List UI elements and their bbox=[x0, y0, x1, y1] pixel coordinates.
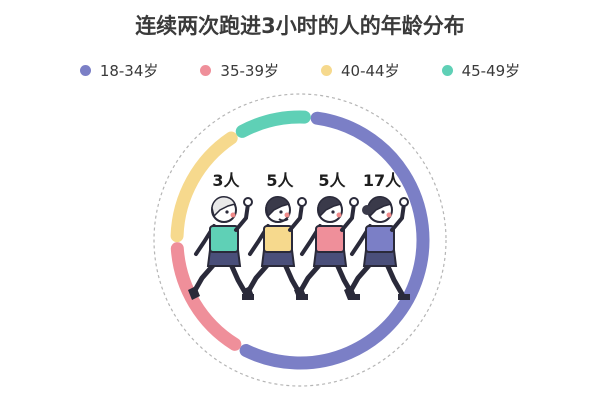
donut-rings bbox=[153, 93, 447, 387]
donut-segment-40-44 bbox=[170, 131, 238, 243]
count-label-45-49: 3人 bbox=[212, 171, 240, 190]
donut-segment-18-34 bbox=[239, 111, 430, 370]
legend-label-45-49: 45-49岁 bbox=[461, 62, 521, 80]
runner-45-49-icon bbox=[188, 196, 254, 300]
legend-item-35-39: 35-39岁 bbox=[200, 60, 279, 81]
count-label-18-34: 17人 bbox=[363, 171, 402, 190]
legend-label-40-44: 40-44岁 bbox=[341, 62, 400, 80]
runner-40-44-icon bbox=[242, 196, 308, 300]
donut-segment-35-39 bbox=[170, 242, 242, 351]
donut-segment-45-49 bbox=[235, 110, 311, 138]
legend-item-40-44: 40-44岁 bbox=[321, 60, 400, 81]
chart-legend: 18-34岁 35-39岁 40-44岁 45-49岁 bbox=[0, 60, 600, 81]
count-labels: 3人 5人 5人 17人 bbox=[212, 171, 402, 190]
legend-label-18-34: 18-34岁 bbox=[99, 62, 159, 80]
dashed-outer-ring bbox=[153, 93, 447, 387]
legend-swatch-35-39 bbox=[200, 65, 212, 76]
legend-swatch-40-44 bbox=[321, 65, 332, 76]
legend-label-35-39: 35-39岁 bbox=[220, 62, 279, 80]
legend-item-18-34: 18-34岁 bbox=[79, 60, 159, 81]
legend-swatch-18-34 bbox=[79, 65, 91, 76]
chart-title: 连续两次跑进3小时的人的年龄分布 bbox=[135, 14, 465, 38]
count-label-35-39: 5人 bbox=[318, 171, 346, 190]
legend-item-45-49: 45-49岁 bbox=[441, 60, 521, 81]
runner-18-34-icon bbox=[344, 196, 410, 300]
runners-illustration bbox=[188, 196, 410, 300]
count-label-40-44: 5人 bbox=[266, 171, 294, 190]
legend-swatch-45-49 bbox=[441, 65, 453, 76]
runner-35-39-icon bbox=[294, 196, 360, 300]
